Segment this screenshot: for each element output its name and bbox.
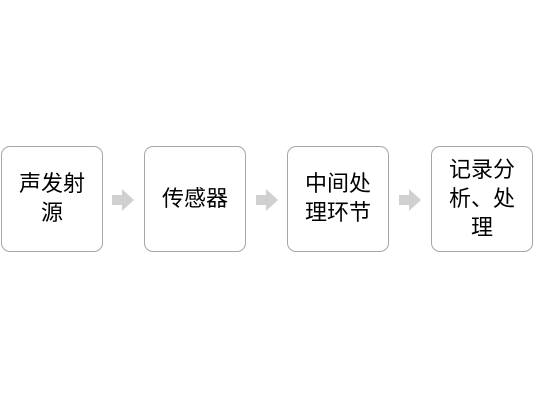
- step-box-record-analyze-process: 记录分析、处理: [431, 146, 533, 252]
- step-box-acoustic-emission-source: 声发射源: [1, 146, 103, 252]
- arrow-right-icon: [399, 189, 421, 211]
- step-label: 记录分析、处理: [448, 157, 515, 241]
- step-box-intermediate-processing: 中间处理环节: [287, 146, 389, 252]
- arrow-right-icon: [112, 189, 134, 211]
- step-label: 中间处理环节: [304, 172, 371, 226]
- step-label: 传感器: [161, 186, 228, 212]
- step-label: 声发射源: [18, 172, 85, 226]
- arrow-right-icon: [256, 189, 278, 211]
- step-box-sensor: 传感器: [144, 146, 246, 252]
